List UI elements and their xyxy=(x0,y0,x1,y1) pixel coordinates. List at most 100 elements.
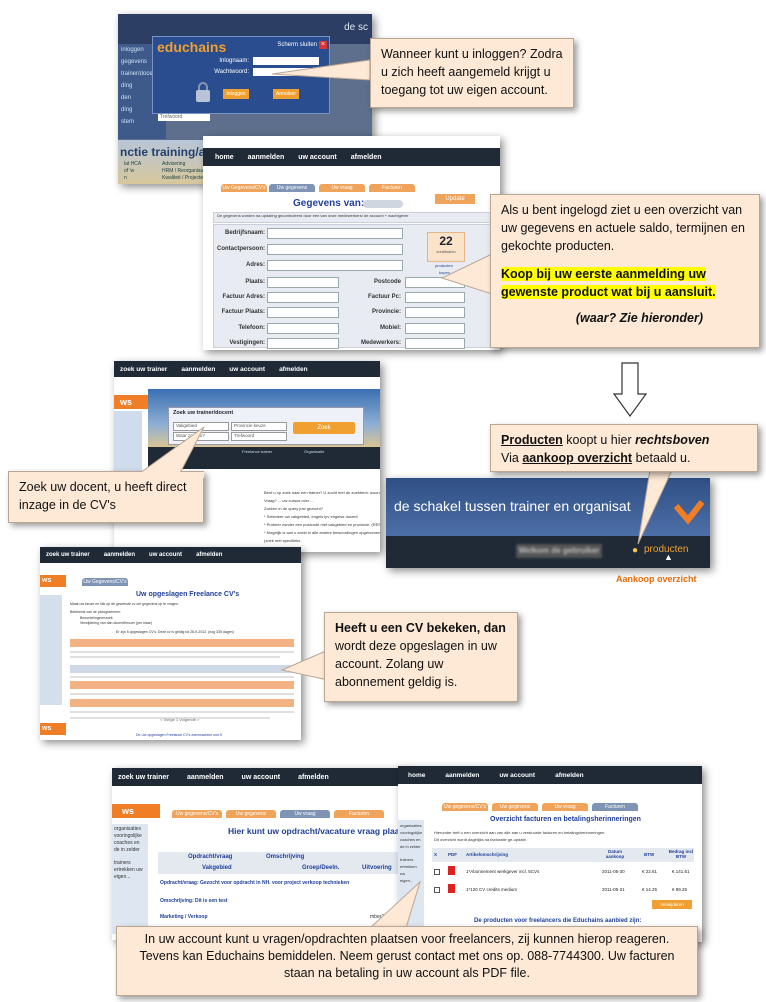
provincie-input[interactable] xyxy=(405,307,465,318)
bg-list-item[interactable]: HRM / Reorganisaties xyxy=(162,168,211,174)
nav-item[interactable]: uw account xyxy=(241,773,281,781)
tab-facturen[interactable]: Facturen xyxy=(334,810,384,818)
side-item[interactable]: ding xyxy=(121,107,133,113)
side-item[interactable]: vooringolijke xyxy=(400,830,423,835)
products-button[interactable]: producten xyxy=(644,544,689,555)
buy-link[interactable]: kopen xyxy=(439,270,450,275)
factuur-adres-input[interactable] xyxy=(267,292,339,303)
close-icon[interactable]: × xyxy=(319,41,327,49)
cancel-button[interactable]: Annuleer xyxy=(273,89,299,99)
checkbox[interactable] xyxy=(434,887,440,893)
side-item[interactable]: trainers xyxy=(400,857,414,862)
side-item[interactable]: trainers xyxy=(114,860,131,866)
side-item[interactable]: de in zelder xyxy=(114,847,140,853)
side-item[interactable]: trainer/docer xyxy=(121,71,155,77)
purchase-link[interactable]: aankoop overzicht xyxy=(522,451,633,465)
side-item[interactable]: stem xyxy=(121,119,135,125)
tab-vraag[interactable]: Uw vraag xyxy=(542,803,588,811)
nav-item[interactable]: afmelden xyxy=(350,153,382,161)
nav-item[interactable]: uw account xyxy=(298,153,337,161)
tab-facturen[interactable]: Facturen xyxy=(369,184,415,192)
purchase-overview-link[interactable]: Aankoop overzicht xyxy=(616,574,697,584)
products-link[interactable]: producten xyxy=(435,263,453,268)
side-item[interactable]: eigen... xyxy=(400,878,414,883)
side-item[interactable]: ertrekken uw xyxy=(400,864,417,876)
side-item[interactable]: inloggen xyxy=(121,47,144,53)
tab-cvs[interactable]: Uw gegevens/CV's xyxy=(172,810,222,818)
checkbox[interactable] xyxy=(434,869,440,875)
factuur-plaats-input[interactable] xyxy=(267,307,339,318)
close-link[interactable]: Scherm sluiten xyxy=(277,42,317,48)
cv-row[interactable] xyxy=(70,699,294,707)
mobiel-input[interactable] xyxy=(405,323,465,334)
login-name-input[interactable] xyxy=(253,57,319,65)
invoice-row[interactable]: 1*Abonnement werkgever incl. 5CVs 2011-0… xyxy=(432,866,694,880)
search-button[interactable]: Zoek xyxy=(293,422,355,434)
provincie-select[interactable]: Provincie keuze xyxy=(231,422,287,431)
vestigingen-input[interactable] xyxy=(267,338,339,349)
invoice-row[interactable]: 1*120 CV credits medium 2011-05-31 € 14.… xyxy=(432,884,694,898)
adres-input[interactable] xyxy=(267,260,403,271)
nav-item[interactable]: zoek uw trainer xyxy=(120,365,168,373)
nav-item[interactable]: zoek uw trainer xyxy=(118,773,169,781)
nav-item[interactable]: aanmelden xyxy=(186,773,224,781)
tab-cvs[interactable]: Uw Gegevens/CV's xyxy=(82,578,128,586)
cv-row[interactable] xyxy=(70,665,294,673)
nav-item[interactable]: afmelden xyxy=(196,552,223,558)
nav-item[interactable]: afmelden xyxy=(298,773,329,781)
nav-item[interactable]: uw account xyxy=(499,771,536,779)
trefwoord-input[interactable]: Trefwoord xyxy=(231,432,287,441)
side-item[interactable]: vooringolijke xyxy=(114,833,142,839)
pdf-icon[interactable] xyxy=(448,866,455,875)
bg-list-item[interactable]: Advisering xyxy=(162,161,186,167)
pagination[interactable]: < Vorige 1 Volgende > xyxy=(160,717,200,722)
col-header: X xyxy=(434,852,438,857)
tab-facturen[interactable]: Facturen xyxy=(592,803,638,811)
side-item[interactable]: gegevens xyxy=(121,59,148,65)
side-item[interactable]: ertrekken uw xyxy=(114,867,143,873)
side-item[interactable]: eigen... xyxy=(114,874,131,880)
factuur-pc-input[interactable] xyxy=(405,292,465,303)
nav-item[interactable]: aanmelden xyxy=(247,153,285,161)
tab-gegevens[interactable]: Uw gegevens xyxy=(226,810,276,818)
nav-item[interactable]: uw account xyxy=(149,552,183,558)
contactpersoon-input[interactable] xyxy=(267,244,403,255)
update-button[interactable]: Update xyxy=(435,194,475,204)
side-item[interactable]: coaches en xyxy=(114,840,140,846)
nav-item[interactable]: zoek uw trainer xyxy=(46,552,90,558)
side-item[interactable]: den xyxy=(121,95,132,101)
side-item[interactable]: organisaties xyxy=(114,826,141,832)
side-item[interactable]: de in zelder xyxy=(400,844,421,849)
side-item[interactable]: organisaties xyxy=(400,823,422,828)
tab-vraag[interactable]: Uw vraag xyxy=(319,184,365,192)
tab-cvs[interactable]: Uw gegevens/CV's xyxy=(442,803,488,811)
side-item[interactable]: ding xyxy=(121,83,133,89)
plaats-input[interactable] xyxy=(267,277,339,288)
tab-gegevens[interactable]: Uw gegevens xyxy=(269,184,315,192)
tab-vraag[interactable]: Uw vraag xyxy=(280,810,330,818)
tab-cvs[interactable]: Uw Gegevens/CV's xyxy=(221,184,267,192)
cv-row[interactable] xyxy=(70,681,294,689)
medewerkers-input[interactable] xyxy=(405,338,465,349)
cv-desc xyxy=(70,651,294,653)
nav-item[interactable]: aanmelden xyxy=(445,771,480,779)
invoice-amount: € 141.61 xyxy=(672,869,690,874)
telefoon-input[interactable] xyxy=(267,323,339,334)
bg-list-item[interactable]: Kwaliteit / Projecten xyxy=(162,175,206,181)
nav-item[interactable]: aanmelden xyxy=(103,552,136,558)
cv-row[interactable] xyxy=(70,639,294,647)
tab-gegevens[interactable]: Uw gegevens xyxy=(492,803,538,811)
bedrijfsnaam-input[interactable] xyxy=(267,228,403,239)
nav-item[interactable]: aanmelden xyxy=(181,365,216,373)
nav-item[interactable]: afmelden xyxy=(555,771,584,779)
pdf-icon[interactable] xyxy=(448,884,455,893)
nav-item[interactable]: afmelden xyxy=(279,365,308,373)
bg-search-field[interactable]: Trefwoord xyxy=(158,114,210,121)
nav-item[interactable]: uw account xyxy=(229,365,266,373)
side-item[interactable]: coaches en xyxy=(400,837,421,842)
login-button[interactable]: Inloggen xyxy=(223,89,249,99)
nav-item[interactable]: home xyxy=(215,153,234,161)
delete-button[interactable]: Verwijderen xyxy=(652,900,692,909)
products-link[interactable]: Producten xyxy=(501,433,563,447)
nav-item[interactable]: home xyxy=(408,771,426,779)
